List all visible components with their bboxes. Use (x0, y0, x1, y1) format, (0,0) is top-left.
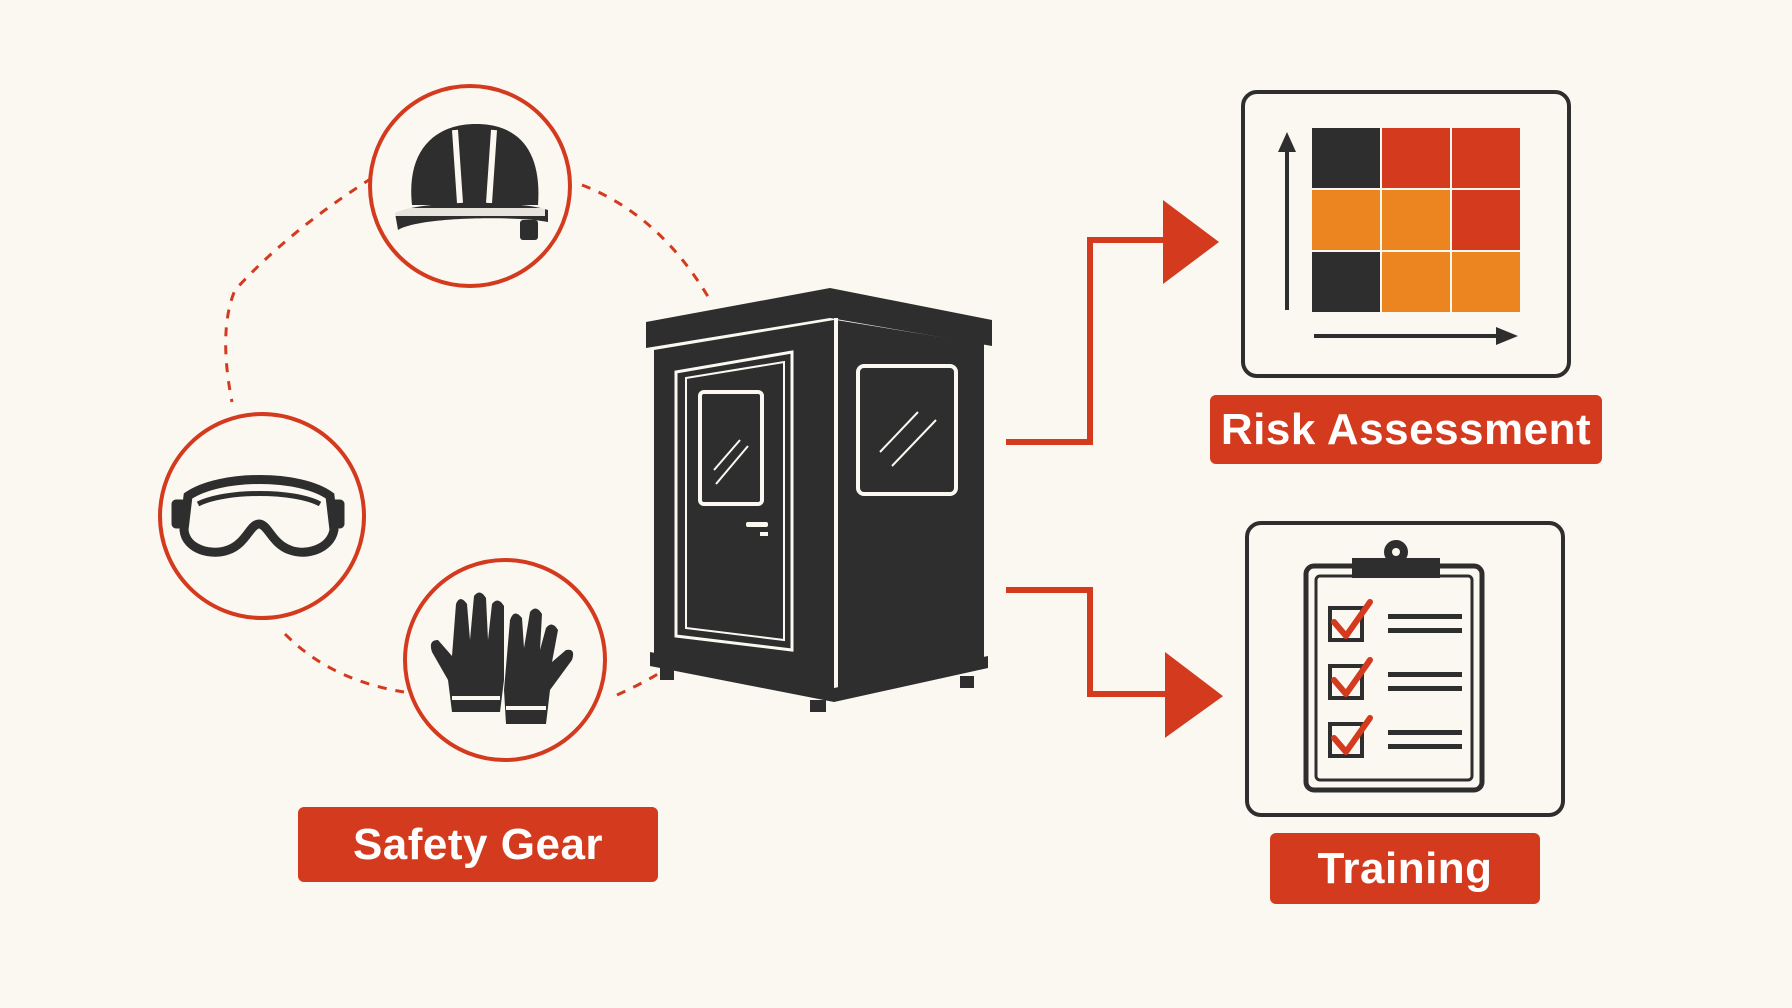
arrow-to-training (1006, 587, 1224, 738)
risk-cell (1452, 190, 1520, 250)
risk-cell (1382, 252, 1450, 312)
goggles-icon (171, 475, 345, 557)
booth-icon (646, 288, 992, 712)
risk-matrix-panel (1241, 90, 1571, 378)
risk-cell (1452, 252, 1520, 312)
risk-cell (1452, 128, 1520, 188)
risk-cell (1312, 128, 1380, 188)
training-label: Training (1270, 833, 1540, 904)
training-panel (1245, 521, 1565, 817)
risk-cell (1382, 128, 1450, 188)
risk-cell (1382, 190, 1450, 250)
hard-hat-badge (368, 84, 572, 288)
gloves-icon (430, 592, 574, 724)
goggles-badge (158, 412, 366, 620)
arrow-to-risk (1006, 200, 1219, 445)
risk-assessment-label: Risk Assessment (1210, 395, 1602, 464)
checklist-row (1328, 715, 1462, 758)
gloves-badge (403, 558, 607, 762)
safety-gear-label: Safety Gear (298, 807, 658, 882)
risk-cell (1312, 252, 1380, 312)
risk-matrix-icon (1312, 128, 1520, 312)
checklist-row (1328, 599, 1462, 642)
checklist-icon (1303, 540, 1485, 793)
hard-hat-icon (395, 124, 548, 240)
risk-cell (1312, 190, 1380, 250)
checklist-row (1328, 657, 1462, 700)
